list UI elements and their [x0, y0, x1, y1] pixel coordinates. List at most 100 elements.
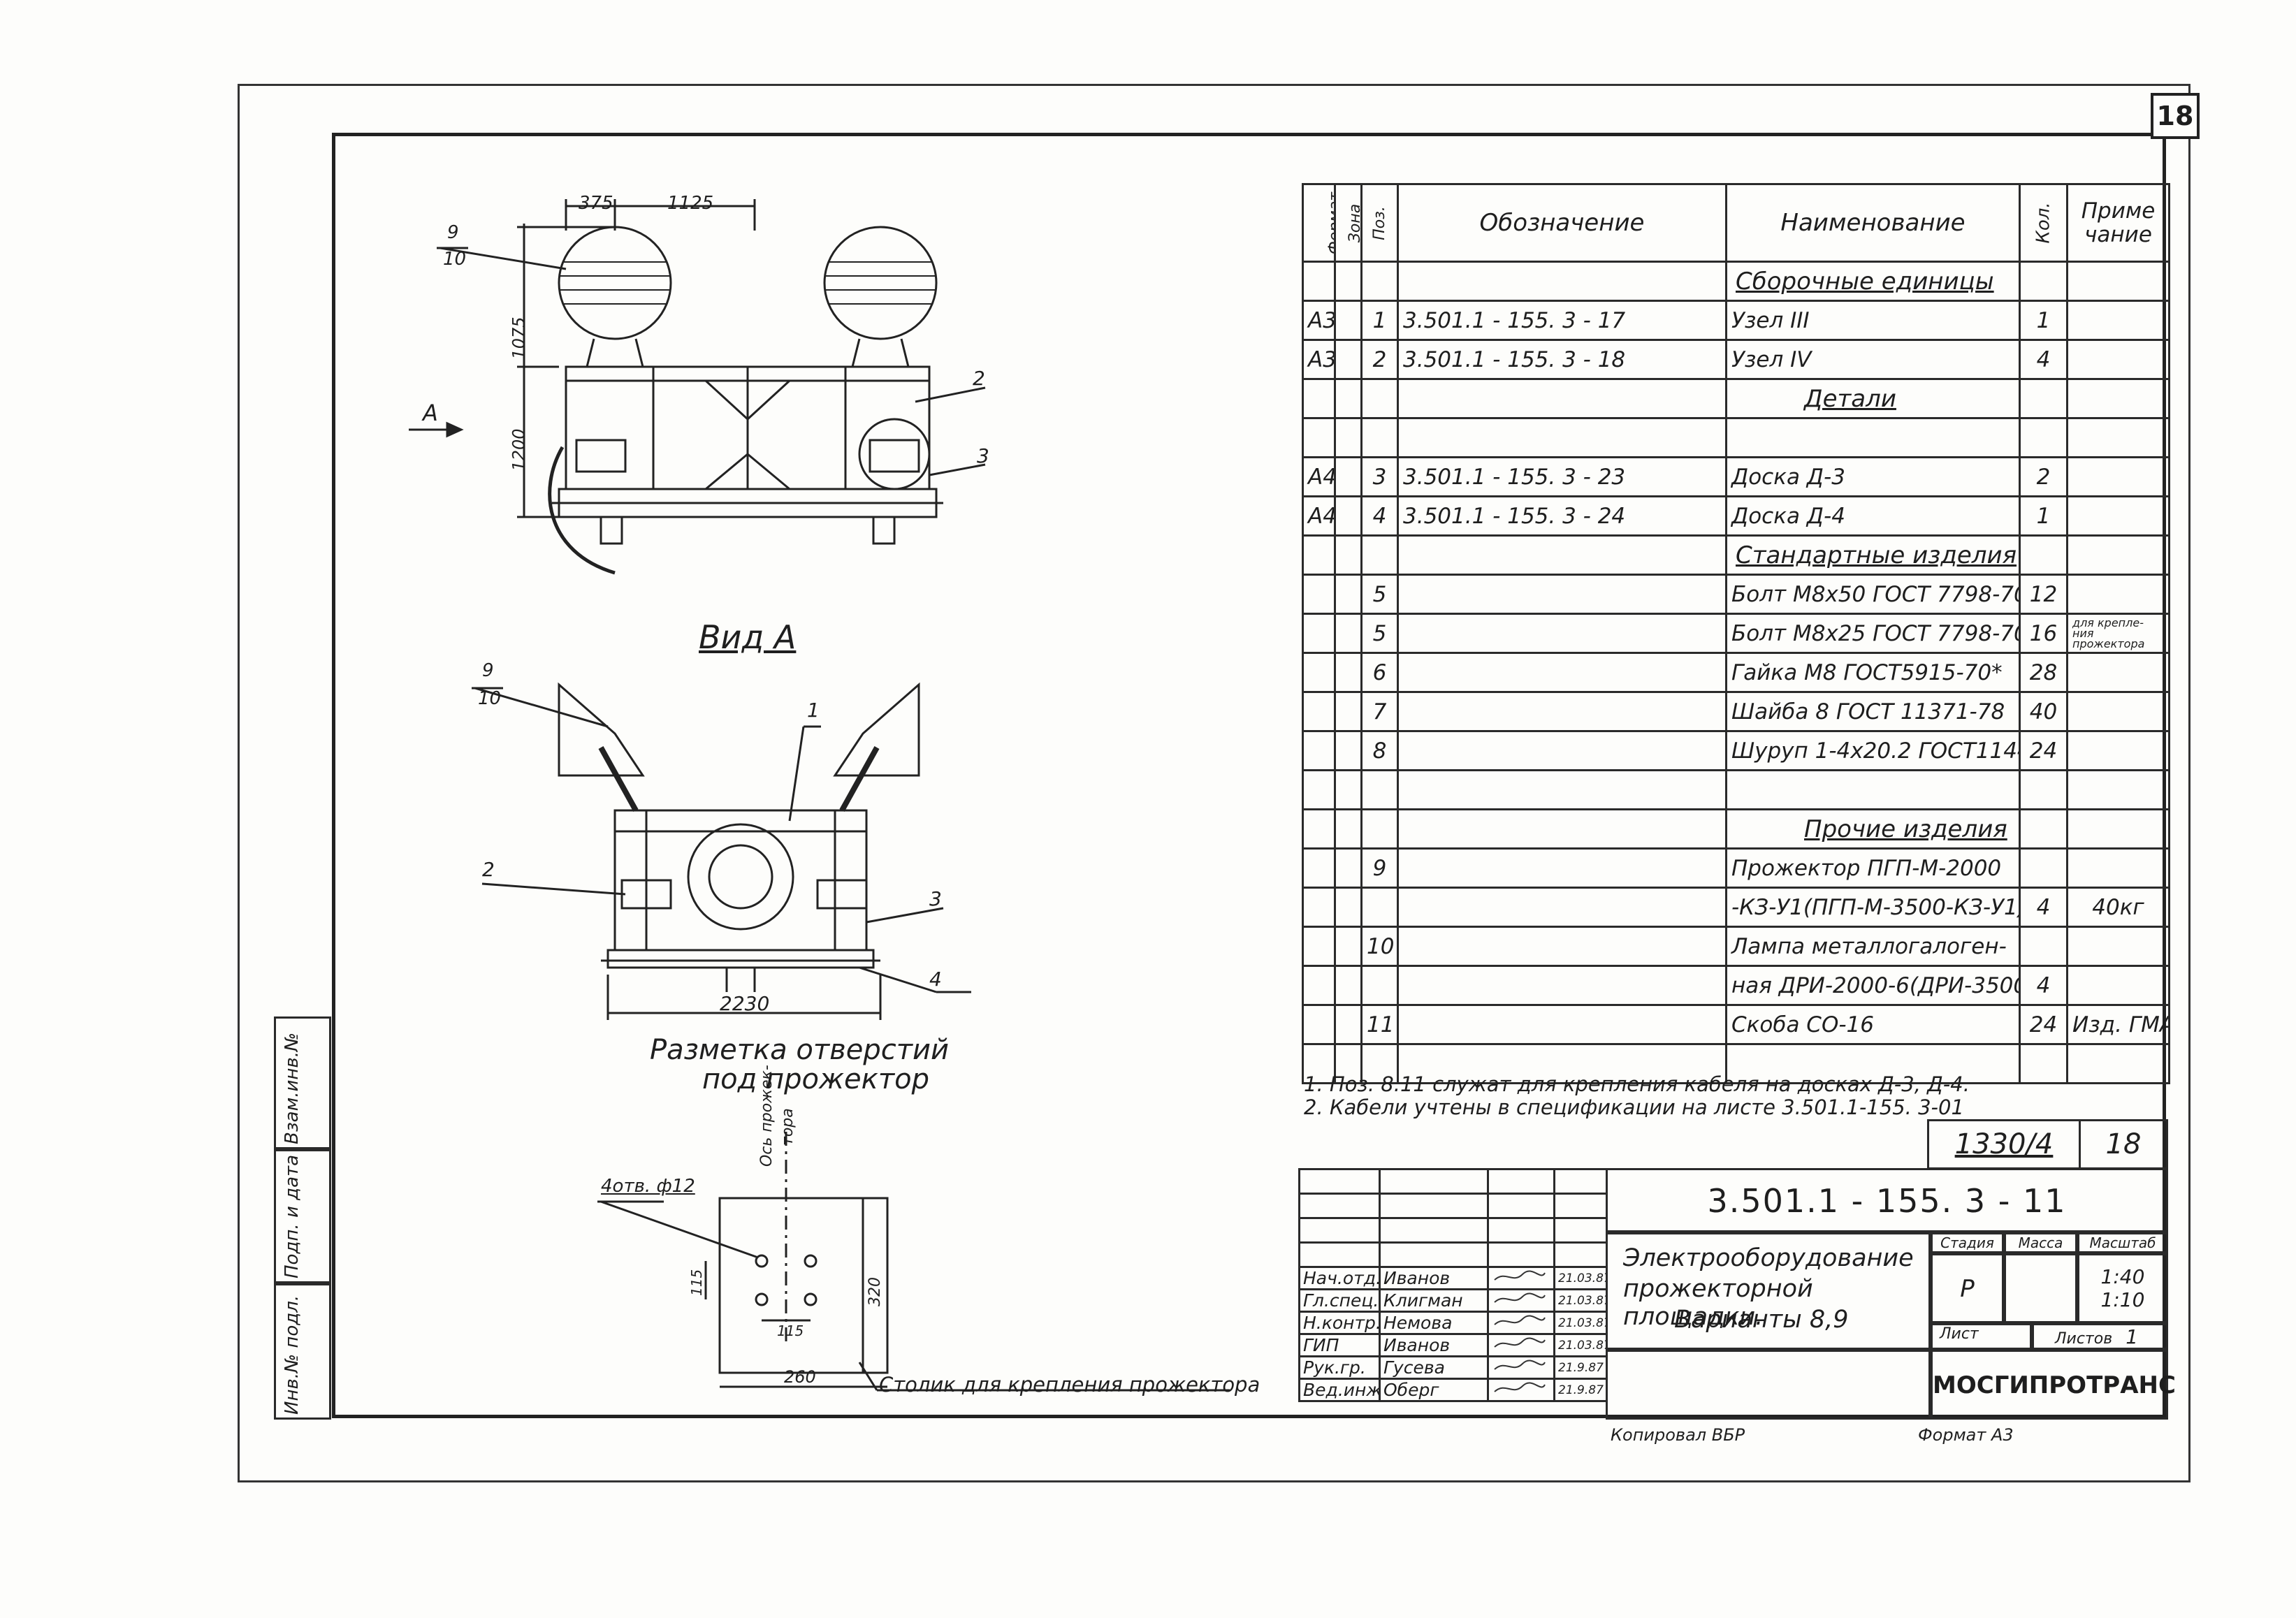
cell-name: Доска Д-3 — [1725, 456, 2021, 497]
cell-qty — [2019, 261, 2068, 302]
cell-note — [2066, 1043, 2170, 1084]
cell-name — [1725, 417, 2021, 458]
col-note: Приме чание — [2066, 183, 2170, 263]
cell-designation — [1397, 378, 1727, 419]
cell-designation — [1397, 808, 1727, 850]
cell-zone — [1334, 378, 1363, 419]
doc-title-2: прожекторной площадки. — [1623, 1275, 1813, 1331]
doc-title-box: Электрооборудование прожекторной площадк… — [1606, 1232, 1931, 1350]
cell-pos: 9 — [1360, 847, 1399, 889]
cell-zone — [1334, 847, 1363, 889]
cell-format — [1302, 887, 1336, 928]
doc-code: 3.501.1 - 155. 3 - 11 — [1707, 1182, 2067, 1220]
cell-pos — [1360, 378, 1399, 419]
cell-format — [1302, 847, 1336, 889]
cell-format — [1302, 574, 1336, 615]
cell-qty: 2 — [2019, 456, 2068, 497]
copied-by: Копировал ВБР — [1611, 1425, 1745, 1445]
cell-format: А3 — [1302, 339, 1336, 380]
col-pos: Поз. — [1360, 183, 1399, 263]
signature-role: Вед.инж. — [1298, 1378, 1381, 1402]
cell-zone — [1334, 574, 1363, 615]
cell-name — [1725, 769, 2021, 810]
cell-zone — [1334, 808, 1363, 850]
cell-qty: 4 — [2019, 887, 2068, 928]
signature-role: Рук.гр. — [1298, 1355, 1381, 1380]
cell-zone — [1334, 417, 1363, 458]
cell-qty — [2019, 534, 2068, 576]
cell-format — [1302, 652, 1336, 693]
signature-role: Н.контр. — [1298, 1311, 1381, 1335]
cell-format: А3 — [1302, 300, 1336, 341]
cell-zone — [1334, 769, 1363, 810]
cell-pos — [1360, 417, 1399, 458]
cell-designation — [1397, 730, 1727, 771]
cell-designation — [1397, 965, 1727, 1006]
strip-cell-3: Инв.№ подл. — [274, 1283, 331, 1420]
cell-pos — [1360, 1043, 1399, 1084]
left-drawings — [409, 199, 1230, 1392]
stamp-number: 1330/4 — [1954, 1128, 2054, 1160]
signature-role: Нач.отд. — [1298, 1266, 1381, 1290]
cell-zone — [1334, 339, 1363, 380]
signature-role: ГИП — [1298, 1333, 1381, 1357]
cell-qty: 4 — [2019, 339, 2068, 380]
drawing-sheet — [238, 84, 2190, 1482]
cell-note — [2066, 300, 2170, 341]
cell-designation — [1397, 847, 1727, 889]
dim-115-h: 115 — [777, 1322, 804, 1339]
cell-format — [1302, 378, 1336, 419]
view-callout-3: 3 — [929, 887, 942, 910]
cell-designation — [1397, 1043, 1727, 1084]
cell-name: Прожектор ПГП-М-2000 — [1725, 847, 2021, 889]
signature-name: Оберг — [1379, 1378, 1489, 1402]
cell-zone — [1334, 926, 1363, 967]
signature-role: Гл.спец. — [1298, 1288, 1381, 1313]
cell-pos: 7 — [1360, 691, 1399, 732]
view-callout-2: 2 — [482, 858, 495, 881]
cell-note: Изд. ГМА — [2066, 1004, 2170, 1045]
cell-format: А4 — [1302, 495, 1336, 537]
cell-qty — [2019, 808, 2068, 850]
cell-zone — [1334, 691, 1363, 732]
org-box: МОСГИПРОТРАНС — [1931, 1350, 2176, 1420]
view-callout-1: 1 — [807, 699, 820, 722]
floodlight-left — [558, 226, 672, 340]
cell-pos: 5 — [1360, 574, 1399, 615]
cell-zone — [1334, 456, 1363, 497]
cell-note — [2066, 261, 2170, 302]
cell-zone — [1334, 495, 1363, 537]
signature-date: 21.9.87 — [1553, 1378, 1608, 1402]
scale-value-box: 1:40 1:10 — [2077, 1253, 2168, 1323]
sheets-label-box: Листов 1 — [2032, 1323, 2168, 1350]
callout-10: 10 — [443, 249, 467, 270]
cell-zone — [1334, 1004, 1363, 1045]
stamp-sheet-box: 18 — [2079, 1119, 2168, 1169]
col-designation: Обозначение — [1397, 183, 1727, 263]
signature-date: 21.03.87 — [1553, 1266, 1608, 1290]
cell-qty — [2019, 378, 2068, 419]
col-zone: Зона — [1334, 183, 1363, 263]
table-row: ная ДРИ-2000-6(ДРИ-3500-6)4 — [1302, 965, 2170, 1006]
cell-pos: 8 — [1360, 730, 1399, 771]
cell-format — [1302, 730, 1336, 771]
cell-note: для крепле-ния прожектора — [2066, 613, 2170, 654]
view-arrow-label: A — [423, 400, 438, 426]
cell-note — [2066, 495, 2170, 537]
cell-note — [2066, 730, 2170, 771]
cell-format — [1302, 691, 1336, 732]
cell-name: Гайка М8 ГОСТ5915-70* — [1725, 652, 2021, 693]
cell-note — [2066, 965, 2170, 1006]
cell-zone — [1334, 534, 1363, 576]
cell-pos: 11 — [1360, 1004, 1399, 1045]
cell-format: А4 — [1302, 456, 1336, 497]
markup-title-1: Разметка отверстий — [650, 1034, 950, 1066]
cell-designation — [1397, 574, 1727, 615]
